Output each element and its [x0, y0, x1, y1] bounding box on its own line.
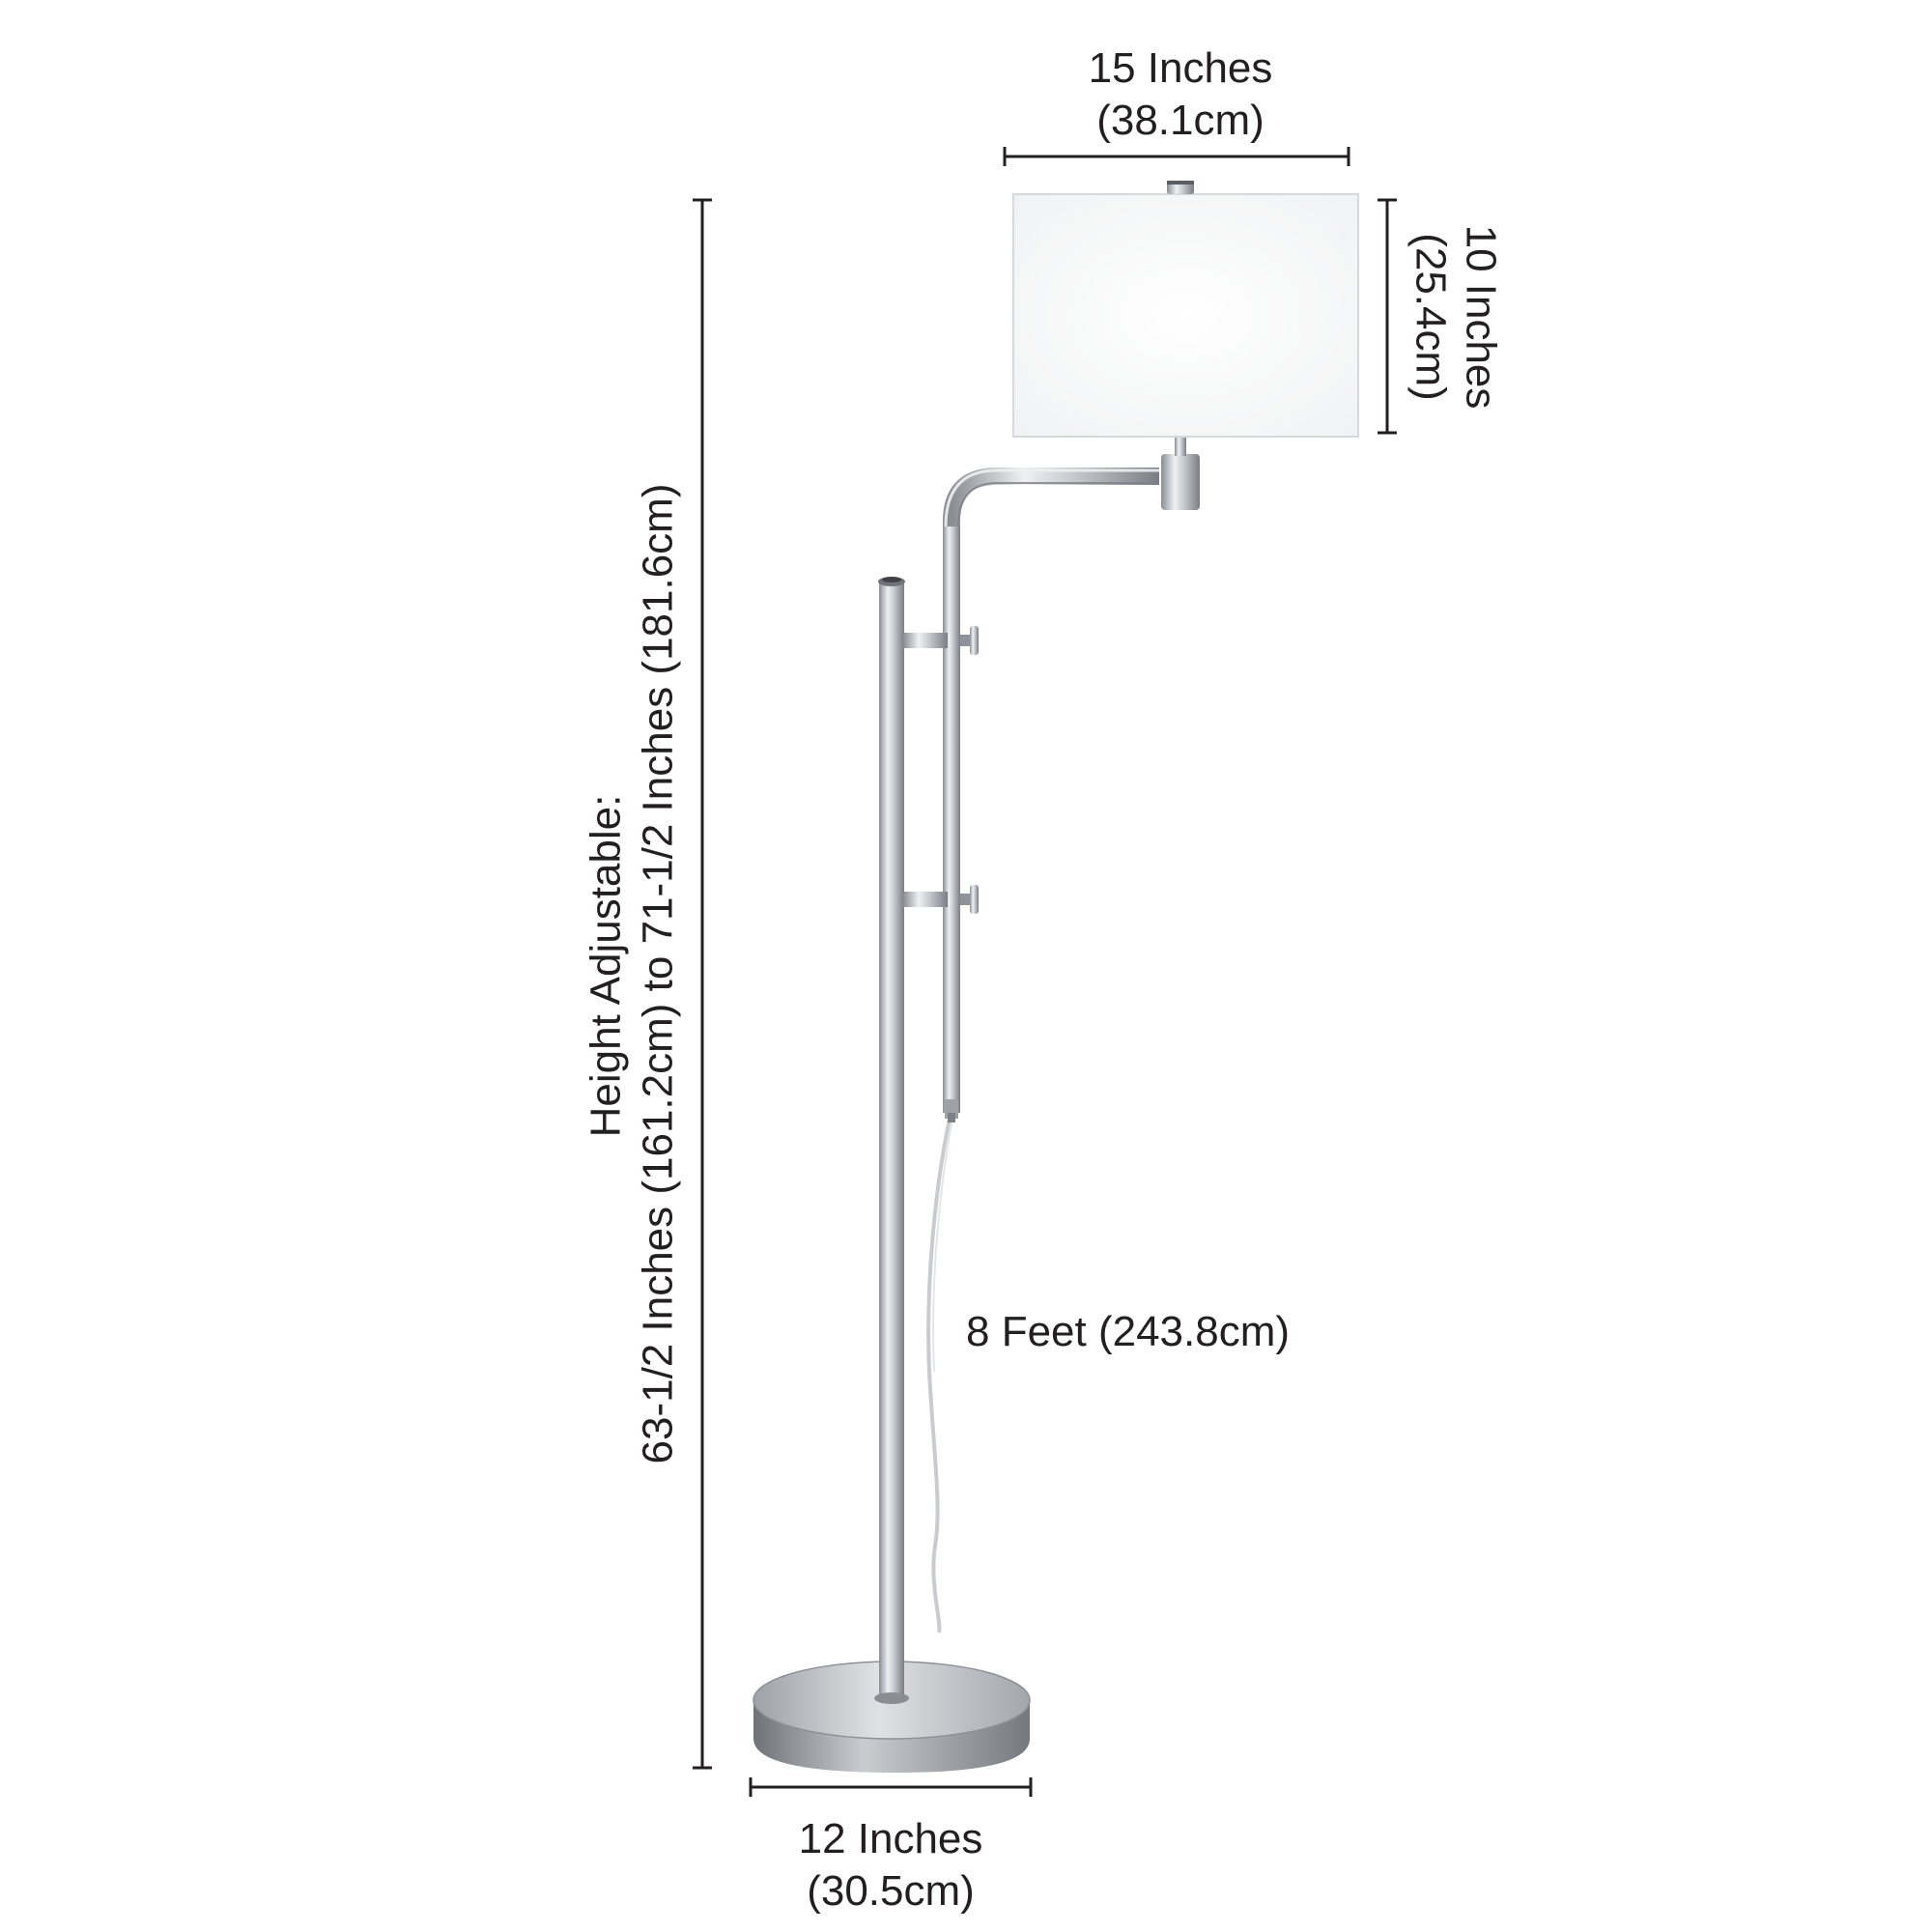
shade-height-dimension: (25.4cm) 10 Inches: [1378, 198, 1504, 435]
shade-height-label: 10 Inches: [1457, 225, 1504, 410]
shade-width-metric-label: (38.1cm): [1096, 97, 1264, 144]
overall-height-dimension: Height Adjustable: 63-1/2 Inches (161.2c…: [582, 198, 712, 1770]
upper-bracket: [903, 626, 979, 655]
main-pole: [879, 582, 904, 1700]
shade-height-metric-label: (25.4cm): [1406, 233, 1454, 401]
base-width-metric-label: (30.5cm): [807, 1867, 975, 1915]
cord-length-label: 8 Feet (243.8cm): [966, 1308, 1290, 1355]
lamp-shade: [1012, 181, 1359, 438]
swing-arm: [943, 468, 1159, 526]
height-adjustable-label: Height Adjustable:: [582, 795, 630, 1138]
lower-bracket: [903, 885, 979, 914]
base-width-dimension: 12 Inches (30.5cm): [749, 1777, 1033, 1915]
height-range-label: 63-1/2 Inches (161.2cm) to 71-1/2 Inches…: [635, 484, 682, 1464]
socket-housing: [1161, 454, 1200, 510]
adjustable-rod: [943, 522, 960, 1113]
cord-length-dimension: 8 Feet (243.8cm): [966, 1308, 1290, 1355]
power-cord: [926, 1118, 952, 1634]
shade-width-label: 15 Inches: [1089, 44, 1273, 92]
base-width-label: 12 Inches: [799, 1815, 983, 1862]
shade-width-dimension: 15 Inches (38.1cm): [1003, 44, 1350, 166]
floor-lamp: [753, 181, 1359, 1773]
